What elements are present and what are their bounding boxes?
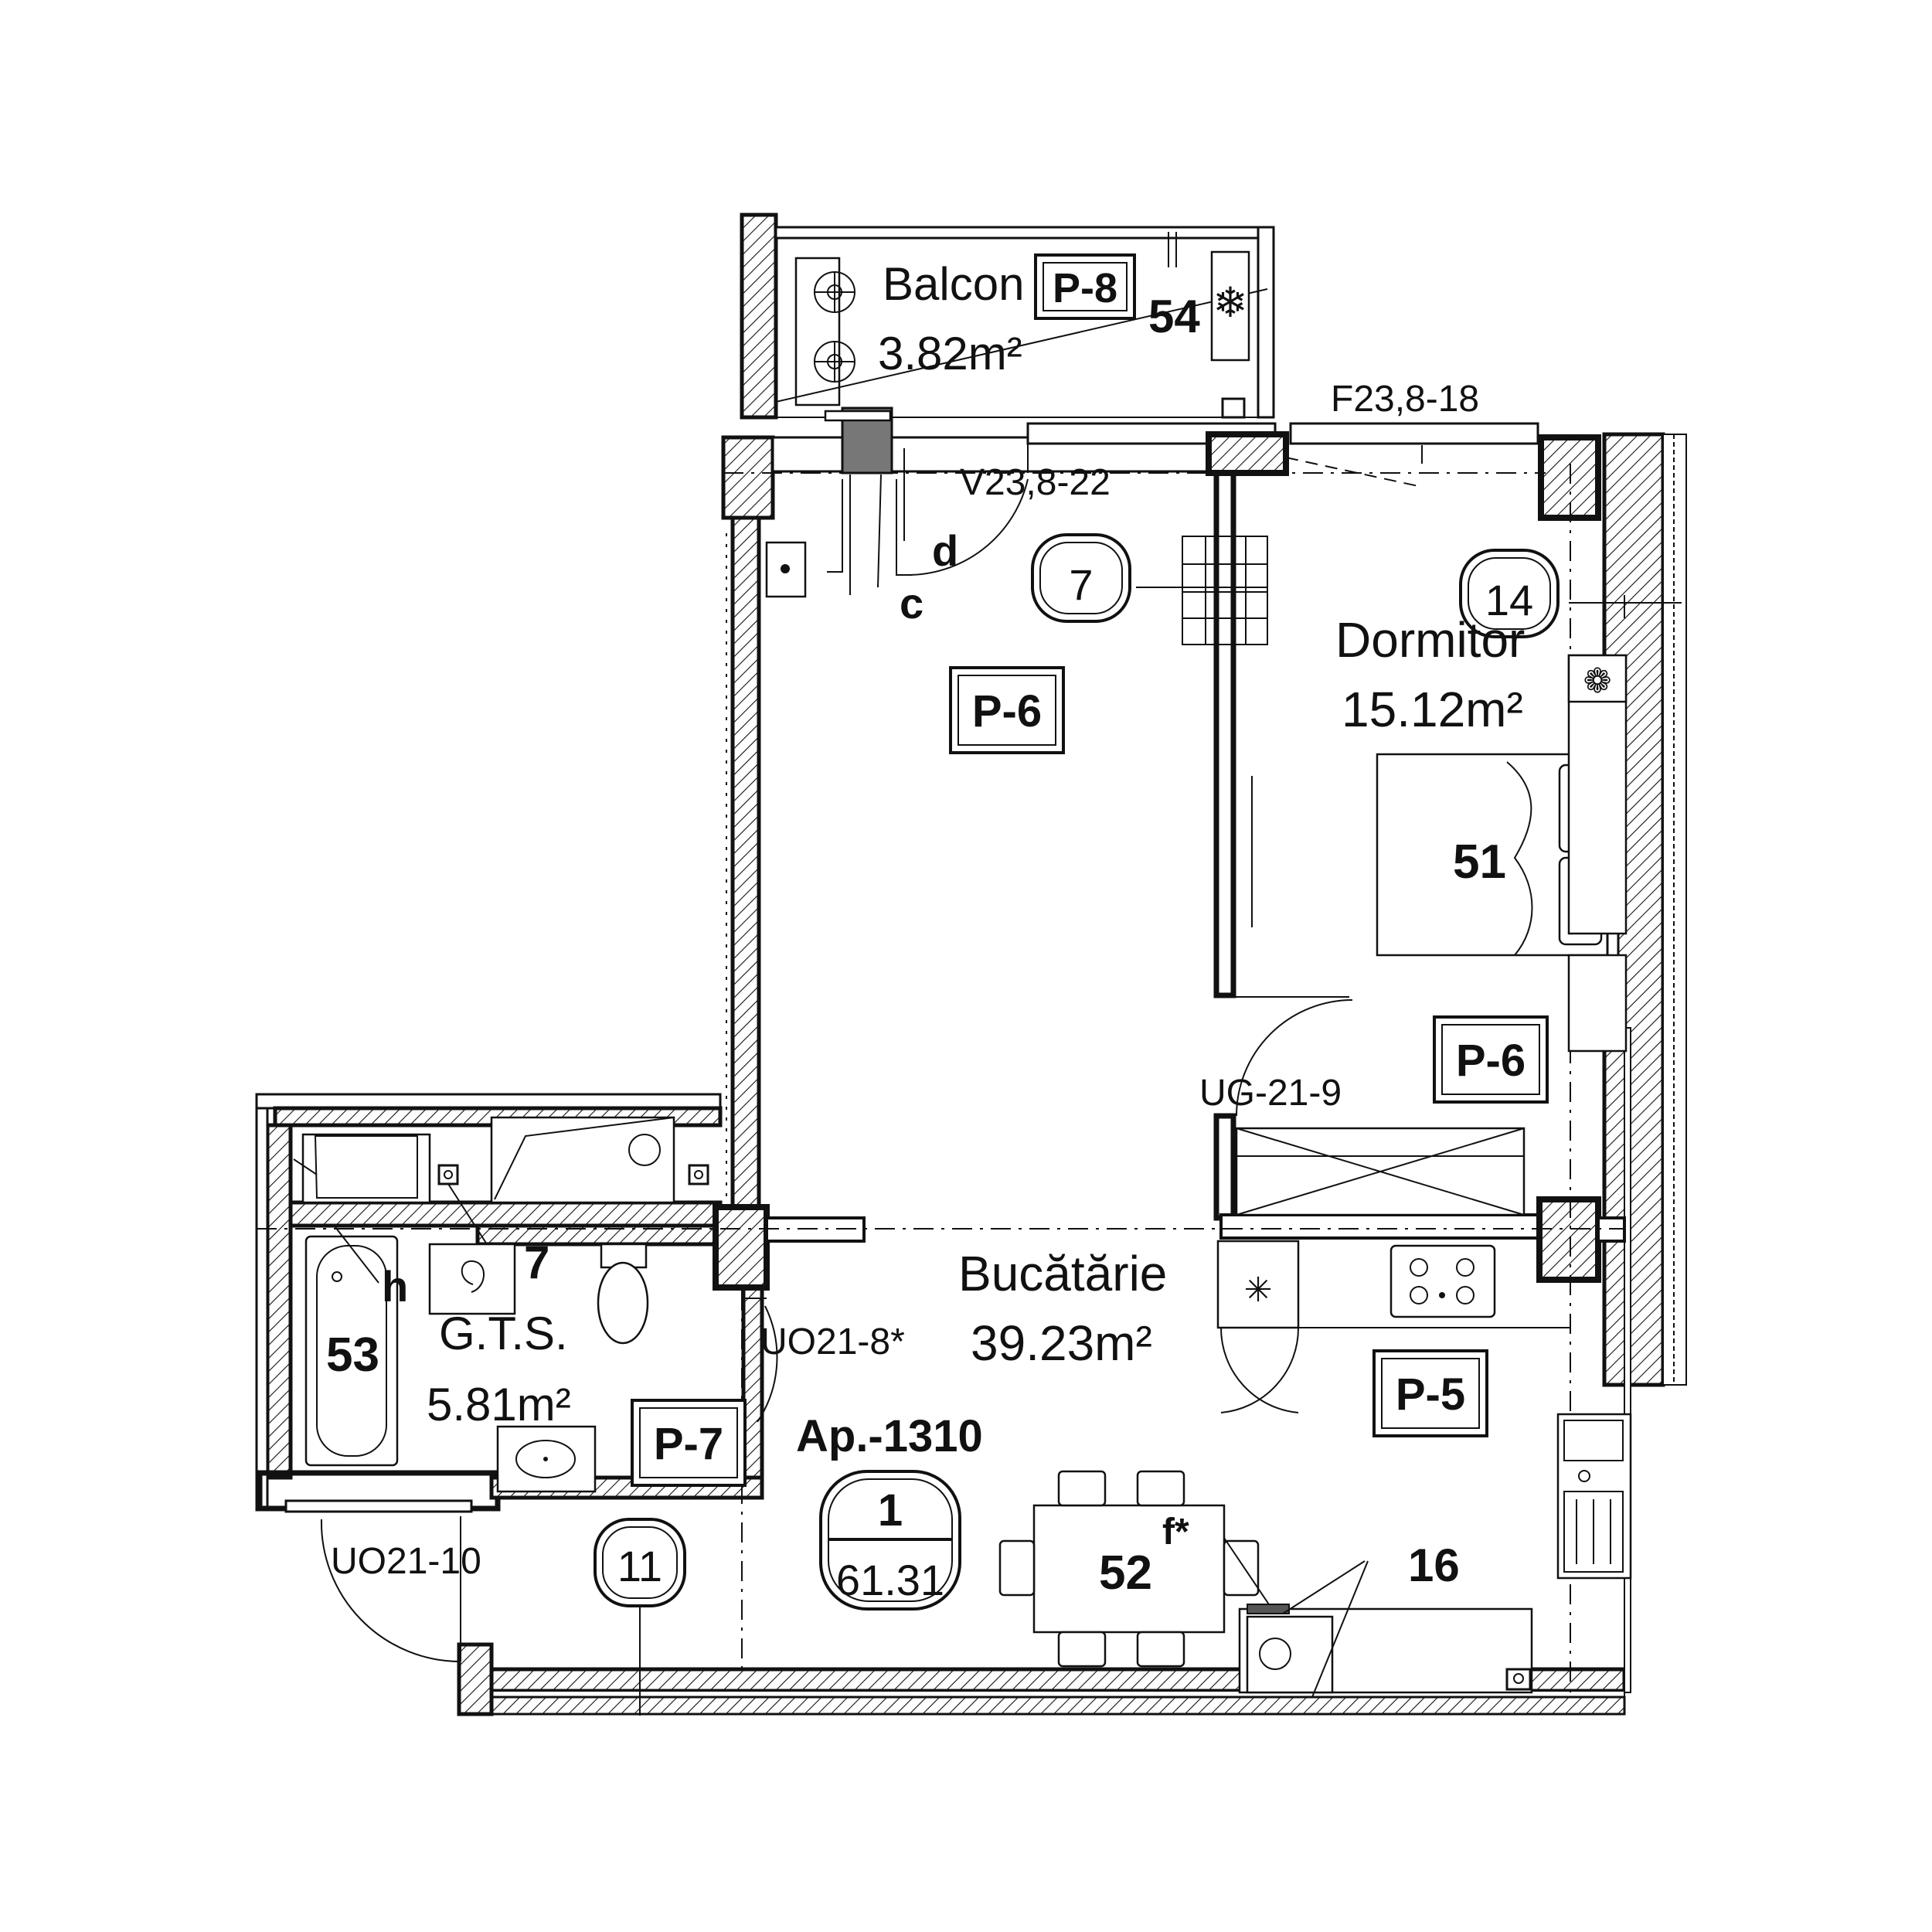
door-code-uo21-8: UO21-8* bbox=[760, 1321, 905, 1362]
column-center-right bbox=[1536, 1196, 1601, 1283]
circle-tag-7 bbox=[1031, 533, 1131, 623]
circle-tag-14-label: 14 bbox=[1485, 576, 1533, 624]
svg-text:❁: ❁ bbox=[1583, 662, 1612, 700]
finish-tag-p8-label: P-8 bbox=[1053, 265, 1117, 311]
finish-tag-p6-bedroom-label: P-6 bbox=[1456, 1036, 1526, 1086]
furniture-number-54: 54 bbox=[1148, 291, 1200, 342]
left-living-wall bbox=[730, 515, 761, 1216]
cooktop bbox=[1389, 1244, 1496, 1318]
bedroom-furniture: ❁ bbox=[1235, 595, 1682, 1216]
balcony-left-wall bbox=[740, 213, 778, 420]
bathroom-shaft-wall bbox=[288, 1200, 723, 1228]
room-name-dormitor: Dormitor bbox=[1335, 612, 1525, 668]
dining-set bbox=[998, 1470, 1533, 1698]
annotation-c: c bbox=[900, 579, 923, 628]
furniture-number-53: 53 bbox=[326, 1328, 379, 1382]
snowflake-icon: ❄ bbox=[1213, 280, 1247, 326]
bathroom-left-wall bbox=[265, 1123, 293, 1480]
room-area-gts: 5.81m² bbox=[427, 1379, 571, 1430]
room-name-balcon: Balcon bbox=[883, 258, 1024, 310]
living-fixtures bbox=[765, 423, 1423, 1117]
apartment-label: Ap.-1310 bbox=[796, 1411, 983, 1461]
furniture-number-51: 51 bbox=[1453, 835, 1506, 889]
furniture-number-16: 16 bbox=[1408, 1539, 1460, 1591]
column-center-left bbox=[713, 1204, 770, 1291]
annotation-d: d bbox=[932, 526, 958, 575]
room-area-balcon: 3.82m² bbox=[878, 328, 1022, 379]
top-left-wall bbox=[721, 435, 775, 520]
finish-tags: P-8 P-6 P-6 P-5 P-7 bbox=[631, 253, 1549, 1487]
finish-tag-p5-label: P-5 bbox=[1396, 1369, 1465, 1420]
window-code-f23: F23,8-18 bbox=[1331, 379, 1479, 420]
room-area-bucatarie: 39.23m² bbox=[971, 1315, 1152, 1371]
finish-tag-p6-living-label: P-6 bbox=[972, 686, 1042, 736]
room-name-gts: G.T.S. bbox=[439, 1308, 568, 1359]
ac-unit bbox=[1210, 250, 1250, 362]
furniture-number-52: 52 bbox=[1099, 1546, 1152, 1600]
door-code-ug21: UG-21-9 bbox=[1199, 1073, 1342, 1114]
room-name-bucatarie: Bucătărie bbox=[958, 1246, 1167, 1301]
room-labels: Balcon 3.82m² Dormitor 15.12m² Bucătărie… bbox=[427, 258, 1525, 1461]
circle-tag-14 bbox=[1459, 549, 1560, 638]
window-v23 bbox=[824, 410, 892, 422]
drain-icon bbox=[765, 541, 807, 598]
room-area-dormitor: 15.12m² bbox=[1342, 682, 1523, 737]
walls bbox=[255, 213, 1687, 1716]
annotation-letters: c d h f* bbox=[335, 474, 1189, 1553]
circle-tag-7-label: 7 bbox=[1069, 560, 1093, 609]
circle-tags: 7 14 11 1 61.31 bbox=[594, 533, 1560, 1716]
fridge bbox=[1216, 1240, 1300, 1329]
ceiling-light-icon: ✳ bbox=[1244, 1271, 1273, 1309]
dining-table bbox=[1032, 1504, 1226, 1634]
entrance-left-wall bbox=[457, 1642, 494, 1716]
radiator bbox=[1136, 536, 1268, 645]
shaft-equipment bbox=[490, 1116, 675, 1204]
annotation-h: h bbox=[382, 1262, 408, 1311]
annotation-f-star: f* bbox=[1162, 1512, 1189, 1553]
windows bbox=[824, 410, 905, 541]
finish-tag-p7-label: P-7 bbox=[654, 1419, 723, 1469]
target-icon bbox=[461, 1260, 485, 1293]
toilet bbox=[597, 1261, 649, 1345]
apartment-total-area: 61.31 bbox=[836, 1556, 944, 1604]
circle-tag-11-label: 11 bbox=[617, 1542, 662, 1590]
opening-codes: F23,8-18 V23,8-22 UG-21-9 UO21-8* UO21-1… bbox=[331, 379, 1479, 1582]
furniture-numbers: 54 51 53 52 16 7 bbox=[326, 291, 1506, 1600]
boiler bbox=[428, 1243, 516, 1315]
plant-icon bbox=[1567, 654, 1628, 703]
bathroom-fixtures bbox=[293, 1116, 778, 1662]
bathtub bbox=[304, 1235, 399, 1467]
furniture-number-7-bath: 7 bbox=[524, 1236, 549, 1288]
balcony: ❄ bbox=[775, 232, 1268, 474]
window-code-v23: V23,8-22 bbox=[960, 462, 1111, 503]
column-top-middle bbox=[1206, 431, 1289, 476]
door-code-uo21-10: UO21-10 bbox=[331, 1541, 481, 1582]
apartment-room-count: 1 bbox=[878, 1485, 903, 1536]
kitchen-fixtures: ✳ bbox=[1216, 1240, 1632, 1580]
bedroom-left-wall bbox=[1213, 470, 1236, 998]
washing-machine bbox=[301, 1133, 431, 1204]
